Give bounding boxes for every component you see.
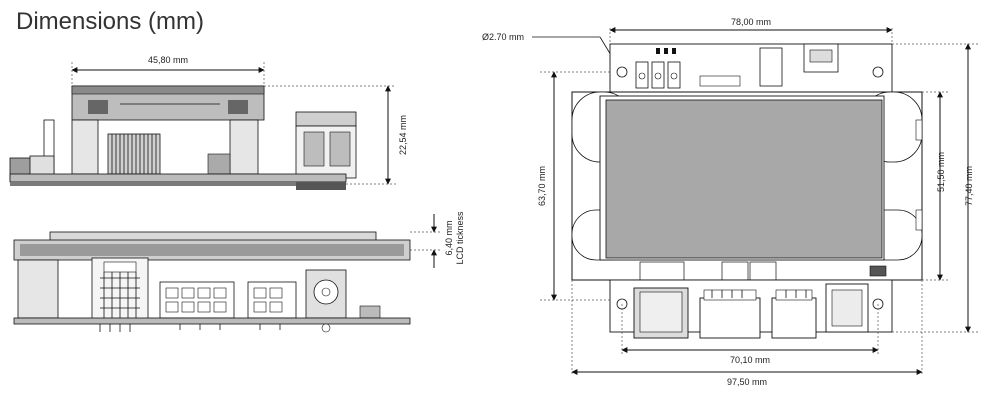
top-view: 78,00 mm Ø2.70 mm xyxy=(482,17,978,387)
bottom-inner-width-label: 70,10 mm xyxy=(730,355,770,365)
side-width-label: 45,80 mm xyxy=(148,55,188,65)
right-outer-height-label: 77,40 mm xyxy=(964,166,974,206)
header-connector-1 xyxy=(159,281,235,319)
right-inner-height-label: 51,50 mm xyxy=(936,152,946,192)
board-width-label: 78,00 mm xyxy=(731,17,771,27)
left-height-label: 63,70 mm xyxy=(537,166,547,206)
lcd-thickness-value: 6,40 mm xyxy=(444,220,454,255)
front-view: 6,40 mm LCD tickness xyxy=(13,211,465,333)
side-view: 45,80 mm xyxy=(9,55,408,190)
heatsink xyxy=(107,133,161,175)
header-connector-2 xyxy=(247,281,297,319)
ethernet-connector xyxy=(91,257,149,321)
bottom-outer-width-label: 97,50 mm xyxy=(727,377,767,387)
hole-diameter-label: Ø2.70 mm xyxy=(482,32,524,42)
pcb xyxy=(9,173,347,183)
lcd-screen xyxy=(605,99,883,259)
side-height-label: 22,54 mm xyxy=(398,115,408,155)
lcd-thickness-caption: LCD tickness xyxy=(455,211,465,265)
page-title: Dimensions (mm) xyxy=(16,8,205,35)
dc-jack xyxy=(305,269,347,319)
